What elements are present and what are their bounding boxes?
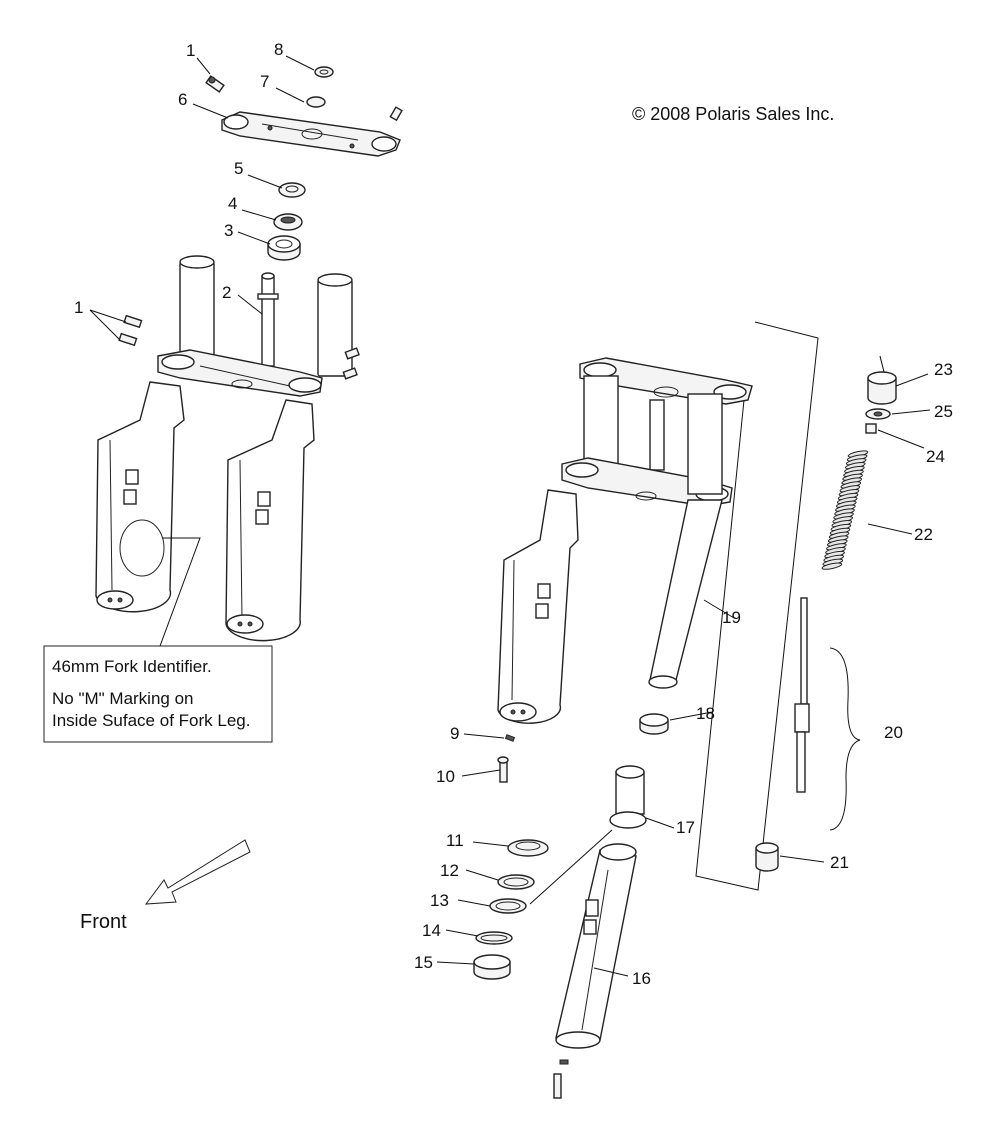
fork-leg-right [497,489,579,724]
bearing-3 [267,235,301,261]
callout-13: 13 [430,891,449,910]
callout-24: 24 [926,447,945,466]
bolt-10 [497,756,509,783]
copyright-text: © 2008 Polaris Sales Inc. [632,104,834,124]
callout-1-left: 1 [74,298,83,317]
fork-tube-left-a [179,255,215,363]
fork-tube-19 [648,393,723,689]
callout-10: 10 [436,767,455,786]
callout-8: 8 [274,40,283,59]
washer-25 [865,408,891,420]
callout-4: 4 [228,194,237,213]
cylinder-17 [609,765,647,829]
callout-5: 5 [234,159,243,178]
front-label: Front [80,911,127,933]
note-box: 46mm Fork Identifier. No "M" Marking on … [43,645,273,743]
callout-20: 20 [884,723,903,742]
center-stem-right [649,399,665,471]
steering-stem-2 [257,272,279,367]
bolts-right-lower-clamp [342,347,360,380]
callout-15: 15 [414,953,433,972]
fork-leg-left-a [95,381,185,613]
callout-14: 14 [422,921,441,940]
lower-triple-clamp [157,349,323,397]
callout-21: 21 [830,853,849,872]
callout-1-top: 1 [186,41,195,60]
callout-2: 2 [222,283,231,302]
top-clamp-6 [221,111,401,157]
callout-9: 9 [450,724,459,743]
damper-rod-20 [794,597,810,793]
clip-14 [475,931,513,945]
bottom-bolt [553,1059,569,1099]
callout-12: 12 [440,861,459,880]
front-arrow-icon [144,839,251,905]
callout-22: 22 [914,525,933,544]
fork-identifier-ellipse [119,519,165,577]
nut-8 [314,66,334,78]
lower-leg-16 [555,843,637,1049]
bushing-18 [639,713,669,735]
callout-labels: 1 8 7 6 5 4 3 2 1 23 25 24 22 19 20 18 9… [74,40,953,988]
leader-lines [89,55,931,977]
brace-20 [829,647,861,831]
washer-13 [489,898,527,914]
cap-23 [867,355,897,405]
callout-6: 6 [178,90,187,109]
callout-18: 18 [696,704,715,723]
bushing-15 [473,954,511,980]
note-line-1: 46mm Fork Identifier. [52,657,212,676]
callout-16: 16 [632,969,651,988]
bolts-1-left [118,314,143,347]
callout-25: 25 [934,402,953,421]
callout-23: 23 [934,360,953,379]
callout-7: 7 [260,72,269,91]
bolt-small-top-right [389,106,403,122]
washer-7 [306,96,326,108]
note-leader [159,537,201,647]
spring-22 [821,450,869,570]
small-bolt-9 [504,734,516,742]
fork-tube-left-b [317,273,353,377]
fork-leg-left-b [225,399,315,642]
seal-11 [507,839,549,857]
assembly-bracket [695,321,819,891]
callout-3: 3 [224,221,233,240]
note-line-3: Inside Suface of Fork Leg. [52,711,250,730]
callout-11: 11 [446,831,464,850]
bearing-4 [273,213,303,231]
bolt-1-top [205,75,225,93]
seal-5 [278,182,306,198]
callout-19: 19 [722,608,741,627]
washer-12 [497,874,535,890]
nut-24 [865,423,877,434]
callout-17: 17 [676,818,695,837]
note-line-2: No "M" Marking on [52,689,194,708]
bushing-21 [755,842,779,872]
